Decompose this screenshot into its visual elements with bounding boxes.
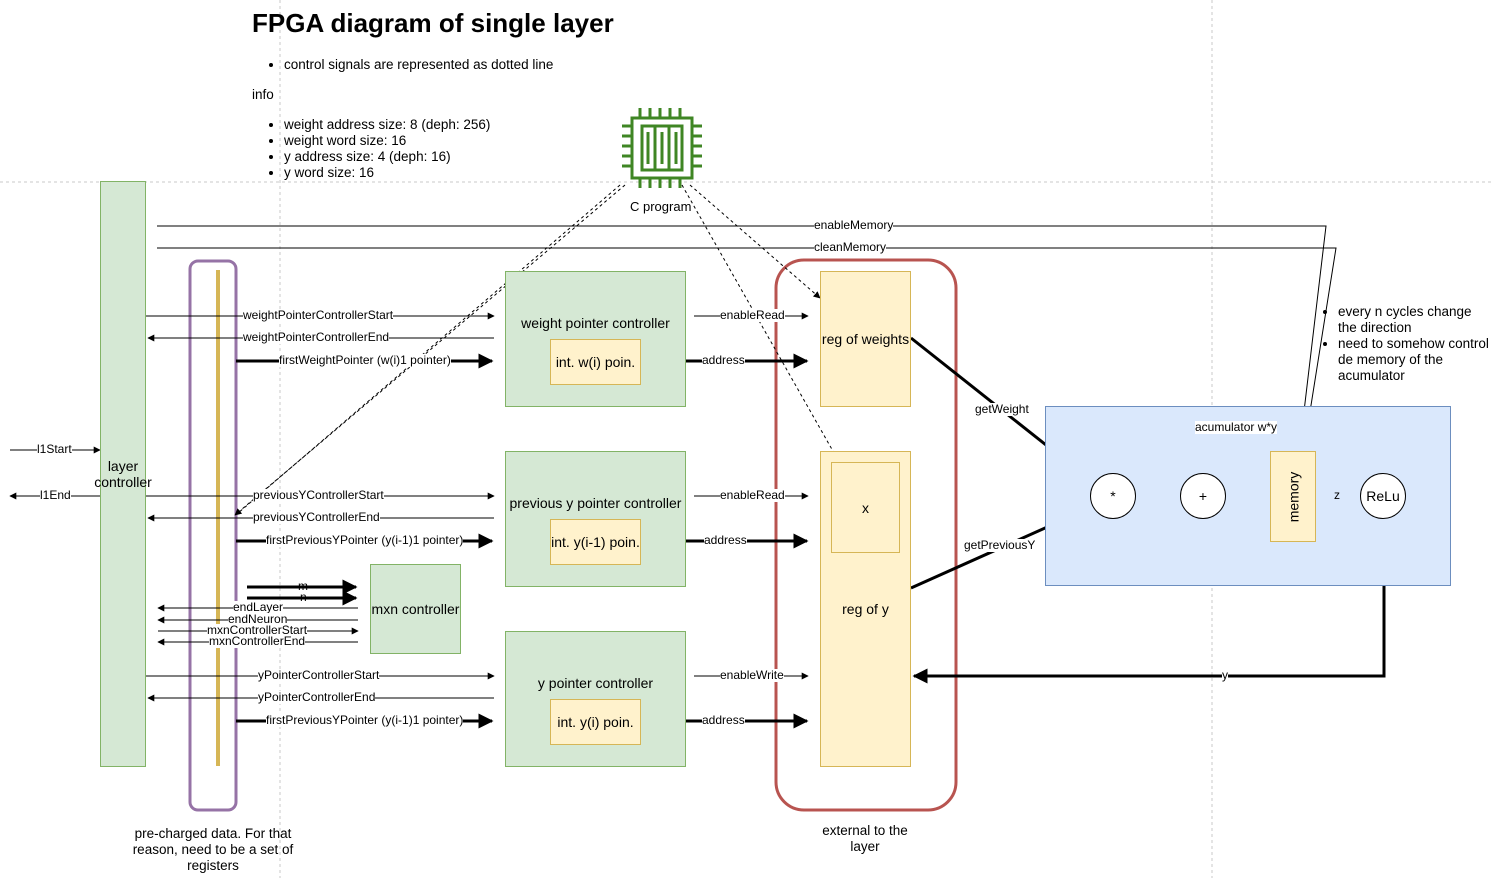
x-register-label: x [862,499,869,516]
y-pointer-controller-label: y pointer controller [537,675,654,691]
signal-l1start: l1Start [37,442,72,456]
signal-y-pc-end: yPointerControllerEnd [258,690,376,704]
signal-address-w: address [702,353,745,367]
signal-prev-y-end: previousYControllerEnd [253,510,380,524]
cpu-label: C program [630,199,692,214]
direction-note-item: every n cycles change the direction [1338,304,1492,336]
control-signal-note: control signals are represented as dotte… [266,57,606,73]
x-register: x [831,462,900,553]
signal-y-pc-start: yPointerControllerStart [258,668,380,682]
signal-l1end: l1End [40,488,71,502]
signal-get-previous-y: getPreviousY [964,538,1036,552]
info-item: weight address size: 8 (deph: 256) [284,117,566,133]
signal-first-prev-y-pointer-2: firstPreviousYPointer (y(i-1)1 pointer) [266,713,464,727]
precharged-note: pre-charged data. For that reason, need … [132,826,294,873]
adder-node: + [1180,473,1226,519]
external-note: external to the layer [822,823,908,854]
reg-of-weights-label: reg of weights [821,331,910,347]
signal-enable-memory: enableMemory [814,218,894,232]
int-prev-y-pointer: int. y(i-1) poin. [550,519,641,565]
signal-end-neuron: endNeuron [228,612,288,626]
adder-symbol: + [1198,488,1208,504]
int-prev-y-pointer-label: int. y(i-1) poin. [551,534,640,550]
signal-mxn-start: mxnControllerStart [207,623,308,637]
signal-clean-memory: cleanMemory [814,240,887,254]
direction-note-item: need to somehow control de memory of the… [1338,336,1492,384]
signal-m: m [298,579,308,593]
signal-address-yw: address [702,713,745,727]
layer-controller: layer controller [94,181,152,767]
signal-weight-pc-end: weightPointerControllerEnd [243,330,390,344]
signal-first-prev-y-pointer: firstPreviousYPointer (y(i-1)1 pointer) [266,533,464,547]
info-label: info [252,87,274,102]
control-signal-note-text: control signals are represented as dotte… [284,57,606,73]
signal-get-weight: getWeight [975,402,1029,416]
signal-end-layer: endLayer [233,600,284,614]
previous-y-pointer-controller-label: previous y pointer controller [509,495,682,511]
memory-block: memory [1270,451,1316,542]
mxn-controller: mxn controller [370,564,461,654]
int-y-pointer: int. y(i) poin. [550,699,641,745]
signal-n: n [300,590,307,604]
external-group-outline [774,258,958,812]
info-item: y word size: 16 [284,165,566,181]
memory-label: memory [1285,471,1301,522]
cpu-chip-icon [618,104,706,192]
multiplier-symbol: * [1110,488,1116,504]
relu-label: ReLu [1366,488,1400,504]
layer-controller-label: layer controller [94,458,152,490]
direction-note: every n cycles change the direction need… [1320,304,1492,384]
signal-address-y: address [704,533,747,547]
info-item: weight word size: 16 [284,133,566,149]
signal-acumulator: acumulator w*y [1195,420,1278,434]
signal-first-weight-pointer: firstWeightPointer (w(i)1 pointer) [279,353,451,367]
int-y-pointer-label: int. y(i) poin. [557,714,634,730]
reg-of-weights: reg of weights [820,271,911,407]
info-item: y address size: 4 (deph: 16) [284,149,566,165]
signal-z: z [1334,488,1340,502]
register-group-outline [188,259,238,812]
info-list: weight address size: 8 (deph: 256) weigh… [266,117,566,181]
signal-prev-y-start: previousYControllerStart [253,488,384,502]
multiplier-node: * [1090,473,1136,519]
weight-pointer-controller-label: weight pointer controller [521,315,670,331]
mxn-controller-label: mxn controller [371,601,460,617]
relu-node: ReLu [1360,473,1406,519]
signal-weight-pc-start: weightPointerControllerStart [243,308,394,322]
signal-enable-read-w: enableRead [720,308,785,322]
diagram-title: FPGA diagram of single layer [252,8,614,38]
signal-y: y [1222,668,1228,682]
signal-enable-read-y: enableRead [720,488,785,502]
int-w-pointer: int. w(i) poin. [550,339,641,385]
signal-mxn-end: mxnControllerEnd [209,634,306,648]
signal-enable-write: enableWrite [720,668,784,682]
int-w-pointer-label: int. w(i) poin. [555,354,636,370]
reg-of-y-label: reg of y [842,601,889,617]
